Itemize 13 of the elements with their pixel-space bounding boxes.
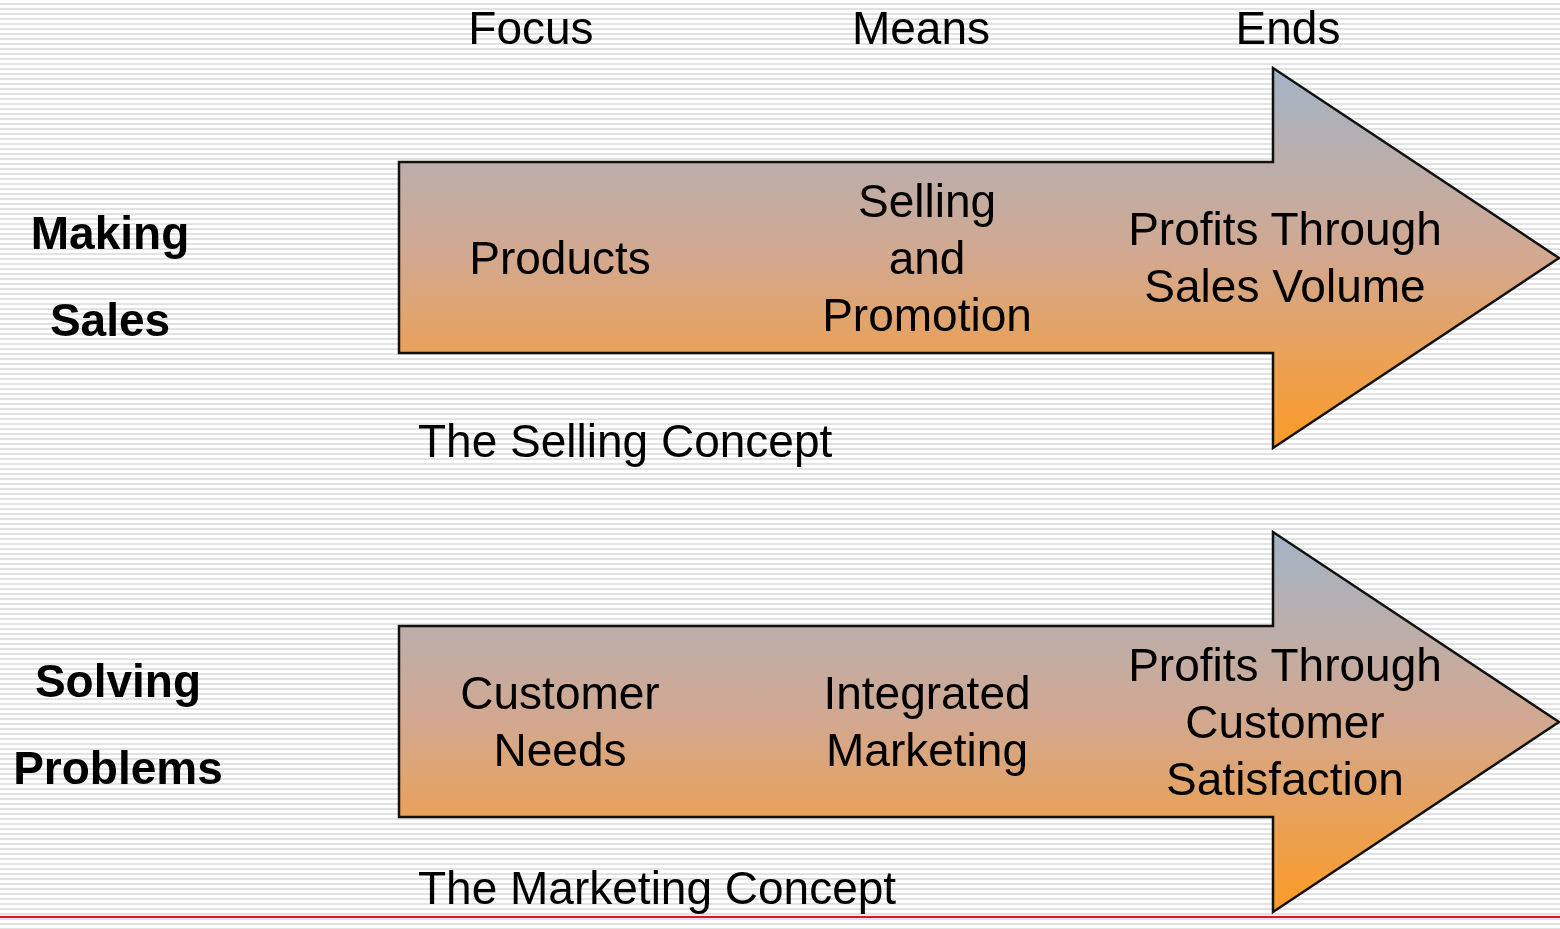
arrow-text: Products xyxy=(468,230,652,286)
arrow-text: Profits Through Sales Volume xyxy=(1127,202,1443,314)
column-heading: Focus xyxy=(467,3,595,53)
arrow-text: Selling and Promotion xyxy=(821,173,1033,343)
concept-caption: The Marketing Concept xyxy=(418,863,897,913)
arrow-text: Customer Needs xyxy=(459,666,661,778)
row-heading: Solving Problems xyxy=(12,654,224,796)
arrow-text: Integrated Marketing xyxy=(822,666,1032,778)
concept-caption: The Selling Concept xyxy=(418,416,833,466)
arrow-text: Profits Through Customer Satisfaction xyxy=(1127,637,1443,807)
column-heading: Ends xyxy=(1234,3,1342,53)
column-heading: Means xyxy=(850,3,992,53)
row-heading: Making Sales xyxy=(29,206,191,348)
